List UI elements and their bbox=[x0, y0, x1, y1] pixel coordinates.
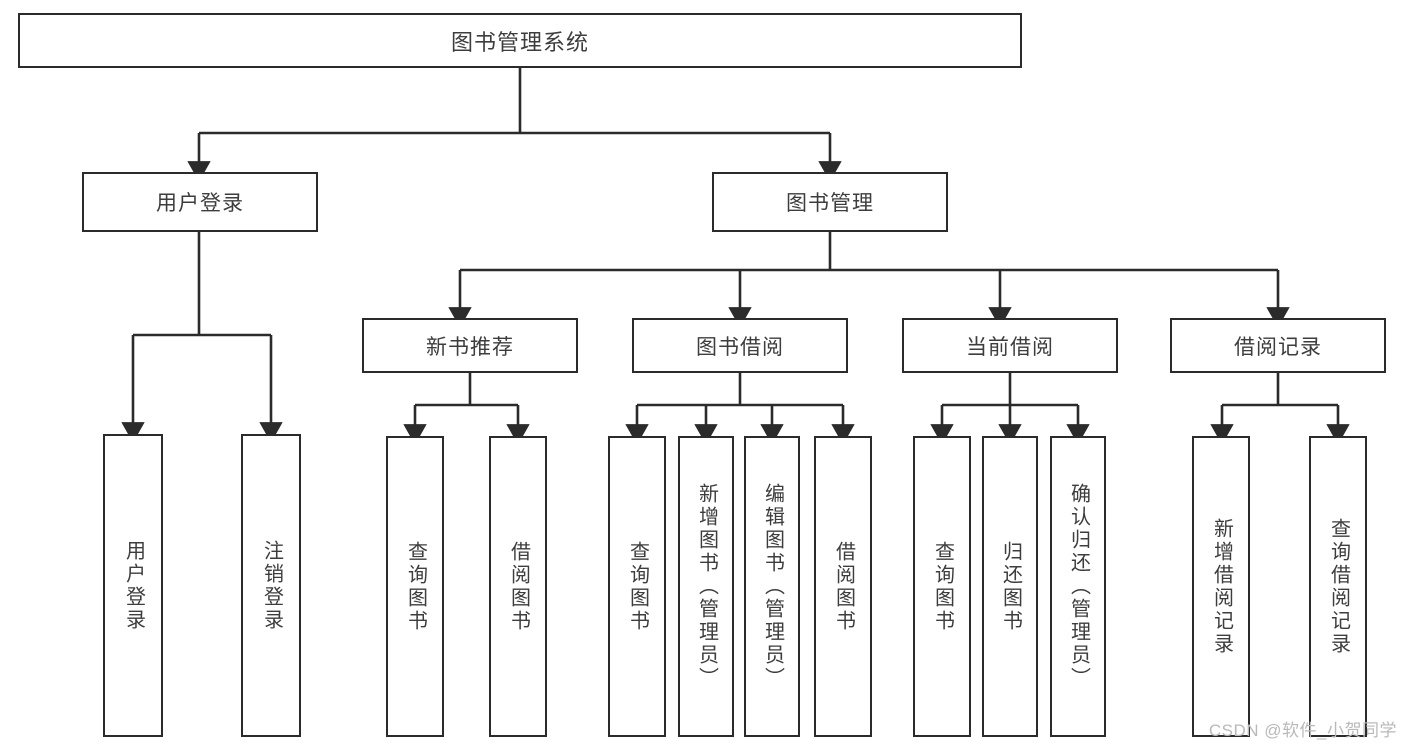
node-leaf-borrow-book-2-label: 借阅图书 bbox=[832, 540, 855, 633]
node-leaf-return-book-label: 归还图书 bbox=[999, 540, 1022, 633]
node-leaf-query-record-label: 查询借阅记录 bbox=[1327, 517, 1350, 656]
node-new-book-recommend-label: 新书推荐 bbox=[426, 335, 514, 359]
node-root[interactable]: 图书管理系统 bbox=[18, 13, 1022, 68]
node-leaf-return-book[interactable]: 归还图书 bbox=[982, 436, 1038, 737]
node-leaf-query-book-1-label: 查询图书 bbox=[404, 540, 427, 633]
node-leaf-borrow-book-1[interactable]: 借阅图书 bbox=[489, 436, 547, 737]
node-leaf-edit-book-label: 编辑图书（管理员） bbox=[761, 483, 784, 690]
node-leaf-logout[interactable]: 注销登录 bbox=[241, 434, 301, 737]
node-root-label: 图书管理系统 bbox=[450, 29, 589, 55]
node-leaf-query-book-1[interactable]: 查询图书 bbox=[386, 436, 444, 737]
node-leaf-add-record-label: 新增借阅记录 bbox=[1210, 517, 1233, 656]
node-leaf-add-book-label: 新增图书（管理员） bbox=[695, 483, 718, 690]
node-leaf-logout-label: 注销登录 bbox=[260, 539, 283, 632]
node-user-login-label: 用户登录 bbox=[156, 192, 244, 215]
node-borrow-record-label: 借阅记录 bbox=[1234, 335, 1322, 359]
node-leaf-borrow-book-1-label: 借阅图书 bbox=[507, 540, 530, 633]
node-leaf-confirm-return-label: 确认归还（管理员） bbox=[1067, 483, 1090, 690]
node-leaf-query-book-3[interactable]: 查询图书 bbox=[913, 436, 971, 737]
node-leaf-user-login-label: 用户登录 bbox=[122, 539, 145, 632]
node-new-book-recommend[interactable]: 新书推荐 bbox=[362, 318, 578, 373]
watermark: CSDN @软件_小贺同学 bbox=[1208, 721, 1397, 740]
node-leaf-query-record[interactable]: 查询借阅记录 bbox=[1309, 436, 1367, 737]
node-leaf-confirm-return[interactable]: 确认归还（管理员） bbox=[1050, 436, 1106, 737]
node-leaf-borrow-book-2[interactable]: 借阅图书 bbox=[814, 436, 872, 737]
node-book-borrow[interactable]: 图书借阅 bbox=[632, 318, 848, 373]
node-book-management[interactable]: 图书管理 bbox=[712, 172, 948, 232]
node-book-borrow-label: 图书借阅 bbox=[696, 335, 784, 359]
node-borrow-record[interactable]: 借阅记录 bbox=[1170, 318, 1386, 373]
node-book-management-label: 图书管理 bbox=[786, 192, 874, 215]
node-leaf-query-book-2-label: 查询图书 bbox=[626, 540, 649, 633]
node-leaf-query-book-3-label: 查询图书 bbox=[931, 540, 954, 633]
node-current-borrow[interactable]: 当前借阅 bbox=[902, 318, 1118, 373]
node-leaf-add-record[interactable]: 新增借阅记录 bbox=[1192, 436, 1250, 737]
node-current-borrow-label: 当前借阅 bbox=[966, 335, 1054, 359]
node-leaf-user-login[interactable]: 用户登录 bbox=[103, 434, 163, 737]
node-leaf-edit-book[interactable]: 编辑图书（管理员） bbox=[744, 436, 800, 737]
node-leaf-query-book-2[interactable]: 查询图书 bbox=[608, 436, 666, 737]
node-leaf-add-book[interactable]: 新增图书（管理员） bbox=[678, 436, 734, 737]
node-user-login[interactable]: 用户登录 bbox=[82, 172, 318, 232]
